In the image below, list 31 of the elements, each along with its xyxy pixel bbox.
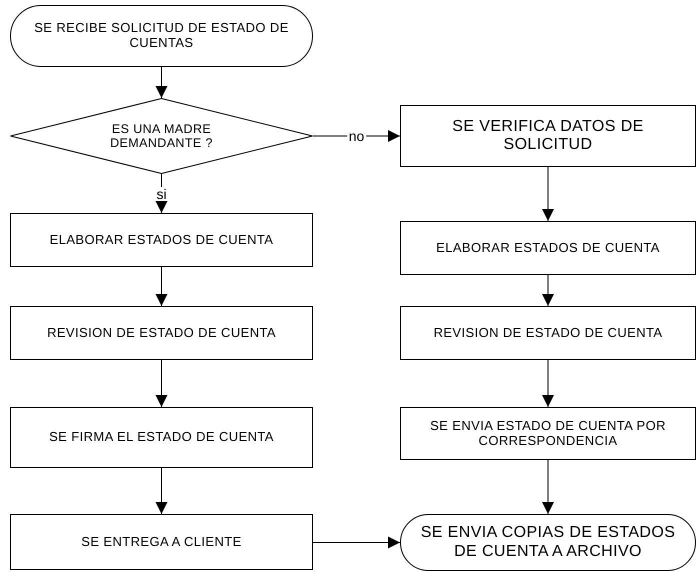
node-text: REVISION DE ESTADO DE CUENTA <box>434 326 662 340</box>
arrow <box>312 536 400 548</box>
arrow <box>156 468 168 514</box>
node-text: REVISION DE ESTADO DE CUENTA <box>47 326 276 340</box>
process-box <box>10 514 313 570</box>
process-box <box>400 221 696 275</box>
node-text: SE ENTREGA A CLIENTE <box>81 534 242 550</box>
arrow <box>542 460 554 514</box>
process-box <box>10 306 313 360</box>
node-text: ES UNA MADRE DEMANDANTE ? <box>109 122 214 150</box>
process-box <box>10 407 313 468</box>
arrow <box>156 266 168 306</box>
process-box <box>400 306 696 360</box>
process-box <box>400 407 696 460</box>
node-text: SE FIRMA EL ESTADO DE CUENTA <box>49 430 274 445</box>
decision-diamond <box>10 98 313 174</box>
node-text: ELABORAR ESTADOS DE CUENTA <box>436 240 660 256</box>
node-text: SE ENVIA COPIAS DE ESTADOS DE CUENTA A ARCHIVO <box>420 524 676 561</box>
process-box <box>10 213 313 267</box>
arrow <box>542 274 554 306</box>
arrow <box>156 360 168 408</box>
node-text: SE RECIBE SOLICITUD DE ESTADO DE CUENTAS <box>33 21 290 51</box>
node-text: SE ENVIA ESTADO DE CUENTA POR CORRESPONDENCIA <box>429 418 667 448</box>
edge-label: si <box>154 186 169 200</box>
arrow <box>542 166 554 222</box>
arrow <box>542 360 554 408</box>
arrow <box>156 66 168 98</box>
node-text: SE VERIFICA DATOS DE SOLICITUD <box>451 118 645 154</box>
arrow <box>312 130 400 142</box>
node-text: ELABORAR ESTADOS DE CUENTA <box>50 232 274 248</box>
process-box <box>400 105 696 167</box>
